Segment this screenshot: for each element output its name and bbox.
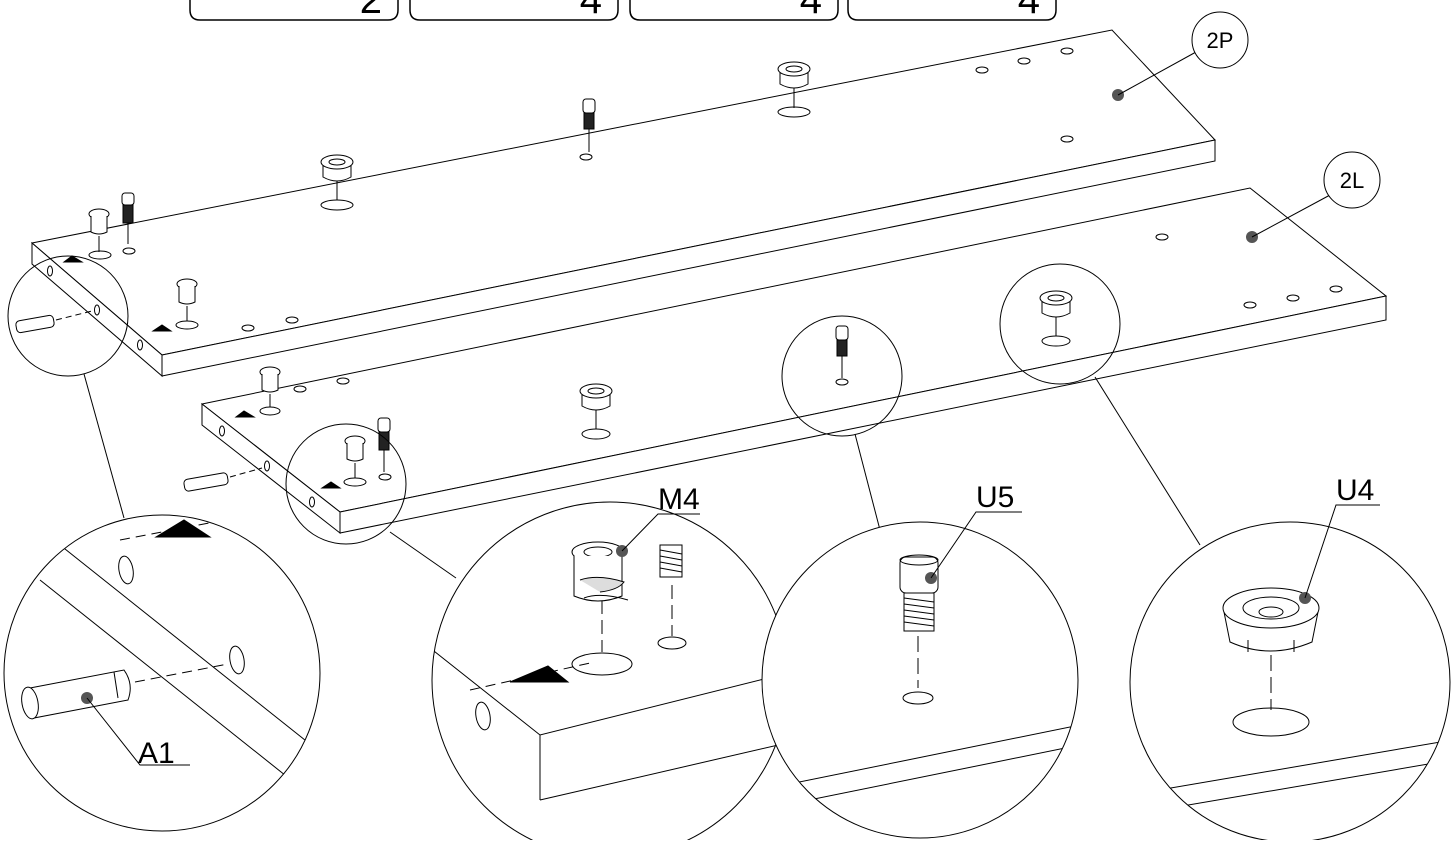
quantity-box-1-value: 2 [360, 0, 382, 22]
dowel-a1-icon [183, 467, 263, 492]
cam-bolt-u5-icon [582, 98, 596, 152]
cam-lock-u4-icon [579, 383, 613, 429]
cam-bolt-u5-icon [121, 192, 135, 244]
detail-circle-small-u5 [781, 315, 903, 437]
detail-circle-small-m4 [285, 423, 407, 545]
part-label-u4: U4 [1336, 474, 1374, 507]
quantity-box-2: 4 [409, 0, 619, 22]
panel-label-2l-text: 2L [1340, 168, 1364, 193]
quantity-box-3-value: 4 [800, 0, 822, 22]
part-label-m4: M4 [658, 483, 700, 516]
panel-label-2p-text: 2P [1207, 28, 1234, 53]
panel-2l [200, 187, 1388, 535]
cam-lock-u4-icon [320, 154, 354, 200]
dowel-a1-icon [15, 310, 93, 334]
detail-circle-small-a1 [7, 255, 129, 377]
quantity-box-4-value: 4 [1018, 0, 1040, 22]
cam-bolt-u5-icon [835, 325, 849, 378]
detail-leader-lines [83, 373, 1201, 579]
connector-m4-icon [88, 208, 110, 252]
cam-lock-u4-icon [777, 61, 811, 108]
connector-m4-icon [259, 366, 281, 407]
connector-m4-icon [176, 278, 198, 321]
detail-circle-small-u4 [999, 263, 1121, 385]
detail-view-u4: U4 [1129, 474, 1451, 843]
detail-view-u5: U5 [761, 481, 1079, 839]
connector-m4-icon [344, 435, 366, 478]
detail-view-a1: A1 [3, 514, 321, 832]
panel-label-2l: 2L [1251, 151, 1381, 238]
panel-2p [30, 29, 1216, 378]
quantity-box-3: 4 [629, 0, 839, 22]
cam-bolt-u5-icon [377, 417, 391, 472]
part-label-u5: U5 [976, 481, 1014, 514]
part-label-a1: A1 [138, 737, 175, 770]
quantity-box-2-value: 4 [580, 0, 602, 22]
quantity-box-4: 4 [847, 0, 1057, 22]
detail-view-m4: M4 [431, 483, 789, 845]
quantity-box-1: 2 [189, 0, 399, 22]
panel-label-2p: 2P [1117, 11, 1249, 96]
cam-lock-u4-icon [1039, 290, 1073, 336]
